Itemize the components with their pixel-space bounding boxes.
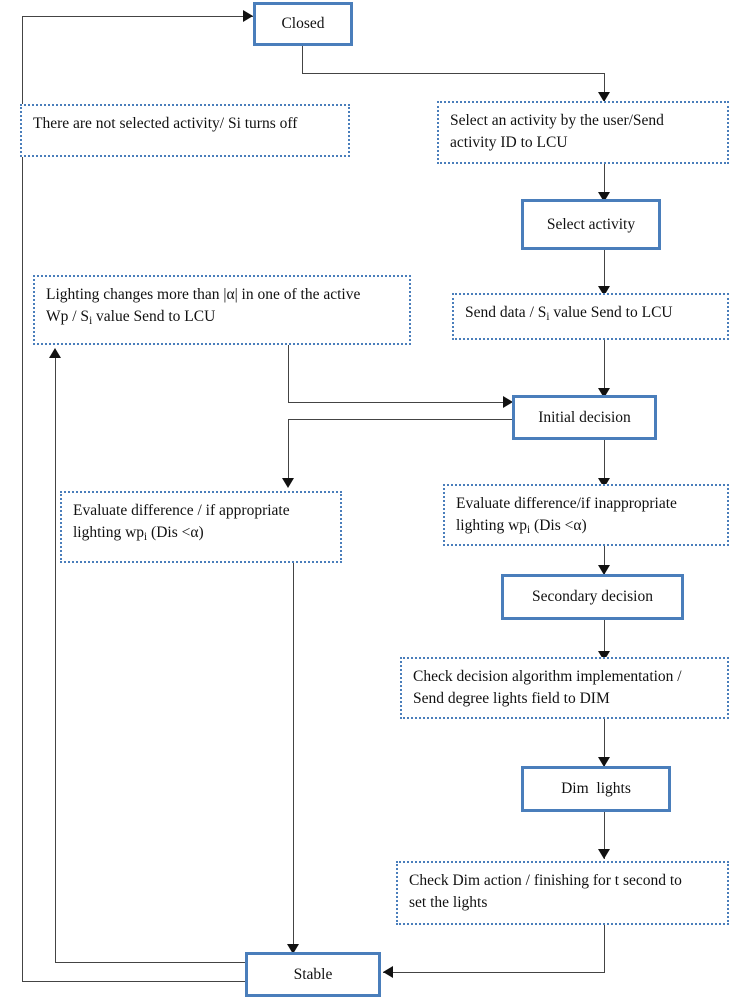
- connector-stable-left-inner: [55, 962, 248, 963]
- connector-dim-lights-to-check-dim: [604, 812, 605, 859]
- connector-secondary-to-check-algo: [604, 620, 605, 664]
- connector-closed-down: [302, 46, 303, 74]
- connector-lighting-changes-right: [288, 402, 510, 403]
- connector-lighting-changes-down: [288, 345, 289, 403]
- message-check-dim-action[interactable]: Check Dim action / finishing for t secon…: [396, 861, 729, 925]
- connector-stable-up-to-closed: [22, 16, 23, 982]
- arrowhead-initial-decision-left: [503, 396, 513, 408]
- arrowhead-stable-top: [287, 944, 299, 954]
- arrowhead-eval-appropriate: [282, 478, 294, 488]
- arrowhead-check-dim-action: [598, 849, 610, 859]
- message-not-selected-activity[interactable]: There are not selected activity/ Si turn…: [20, 104, 350, 157]
- message-check-decision-algorithm-line1: Check decision algorithm implementation …: [413, 668, 682, 685]
- message-select-activity-by-user-line2: activity ID to LCU: [450, 134, 568, 151]
- message-lighting-changes[interactable]: Lighting changes more than |α| in one of…: [33, 275, 411, 345]
- state-closed[interactable]: Closed: [253, 2, 353, 46]
- connector-closed-right: [302, 73, 605, 74]
- connector-to-select-activity-msg: [604, 73, 605, 101]
- connector-select-activity-to-send-data: [604, 250, 605, 293]
- state-dim-lights-label: Dim lights: [561, 780, 631, 798]
- message-check-dim-action-line1: Check Dim action / finishing for t secon…: [409, 872, 682, 889]
- arrowhead-select-activity-state: [598, 192, 610, 202]
- message-check-dim-action-line2: set the lights: [409, 894, 488, 911]
- state-initial-decision-label: Initial decision: [538, 408, 631, 426]
- state-select-activity[interactable]: Select activity: [521, 199, 661, 250]
- arrowhead-stable-right: [383, 966, 393, 978]
- message-check-decision-algorithm[interactable]: Check decision algorithm implementation …: [400, 657, 729, 719]
- state-stable[interactable]: Stable: [245, 952, 381, 997]
- send-data-subscript: i: [546, 311, 550, 324]
- connector-check-dim-down: [604, 925, 605, 973]
- connector-eval-inappropriate-to-secondary: [604, 546, 605, 578]
- connector-eval-appropriate-to-stable: [293, 563, 294, 953]
- connector-check-dim-to-stable: [383, 972, 605, 973]
- arrowhead-check-algo: [598, 651, 610, 661]
- arrowhead-secondary-decision: [598, 565, 610, 575]
- message-lighting-changes-line2: Wp / Si value Send to LCU: [46, 308, 216, 328]
- message-eval-inappropriate[interactable]: Evaluate difference/if inappropriate lig…: [443, 484, 729, 546]
- arrowhead-to-select-activity-msg: [598, 92, 610, 102]
- message-select-activity-by-user[interactable]: Select an activity by the user/Send acti…: [437, 101, 729, 164]
- arrowhead-send-data: [598, 286, 610, 296]
- message-eval-appropriate-line2: lighting wpi (Dis <α): [73, 524, 204, 544]
- connector-stable-up-to-lighting: [55, 357, 56, 963]
- message-eval-appropriate-line1: Evaluate difference / if appropriate: [73, 502, 290, 519]
- lighting-changes-subscript: i: [89, 315, 93, 328]
- message-send-data-text: Send data / Si value Send to LCU: [465, 304, 673, 324]
- state-select-activity-label: Select activity: [546, 215, 636, 233]
- arrowhead-closed-left: [243, 10, 253, 22]
- arrowhead-initial-decision: [598, 388, 610, 398]
- message-select-activity-by-user-line1: Select an activity by the user/Send: [450, 112, 664, 129]
- connector-initial-decision-left-out: [288, 419, 512, 420]
- message-check-decision-algorithm-line2: Send degree lights field to DIM: [413, 690, 610, 707]
- arrowhead-eval-inappropriate: [598, 478, 610, 488]
- message-send-data[interactable]: Send data / Si value Send to LCU: [452, 293, 729, 340]
- message-eval-inappropriate-line2: lighting wpi (Dis <α): [456, 517, 587, 537]
- message-eval-appropriate[interactable]: Evaluate difference / if appropriate lig…: [60, 491, 342, 563]
- connector-send-data-to-initial-decision: [604, 340, 605, 395]
- state-secondary-decision-label: Secondary decision: [532, 588, 653, 606]
- connector-stable-left-outer: [22, 981, 248, 982]
- connector-to-eval-appropriate: [288, 419, 289, 485]
- connector-msg-to-select-activity: [604, 164, 605, 199]
- state-secondary-decision[interactable]: Secondary decision: [501, 574, 684, 620]
- arrowhead-lighting-changes-bottom: [49, 348, 61, 358]
- state-stable-label: Stable: [293, 965, 333, 983]
- eval-inappropriate-subscript: i: [527, 524, 531, 537]
- state-dim-lights[interactable]: Dim lights: [521, 766, 671, 812]
- state-initial-decision[interactable]: Initial decision: [512, 395, 657, 440]
- eval-appropriate-subscript: i: [144, 531, 148, 544]
- message-not-selected-activity-line1: There are not selected activity/ Si turn…: [33, 115, 298, 132]
- connector-check-algo-to-dim-lights: [604, 719, 605, 767]
- message-lighting-changes-line1: Lighting changes more than |α| in one of…: [46, 286, 361, 303]
- connector-to-closed-right: [22, 16, 253, 17]
- arrowhead-dim-lights: [598, 757, 610, 767]
- state-closed-label: Closed: [281, 15, 325, 33]
- connector-initial-decision-to-eval-inappropriate: [604, 440, 605, 485]
- message-eval-inappropriate-line1: Evaluate difference/if inappropriate: [456, 495, 677, 512]
